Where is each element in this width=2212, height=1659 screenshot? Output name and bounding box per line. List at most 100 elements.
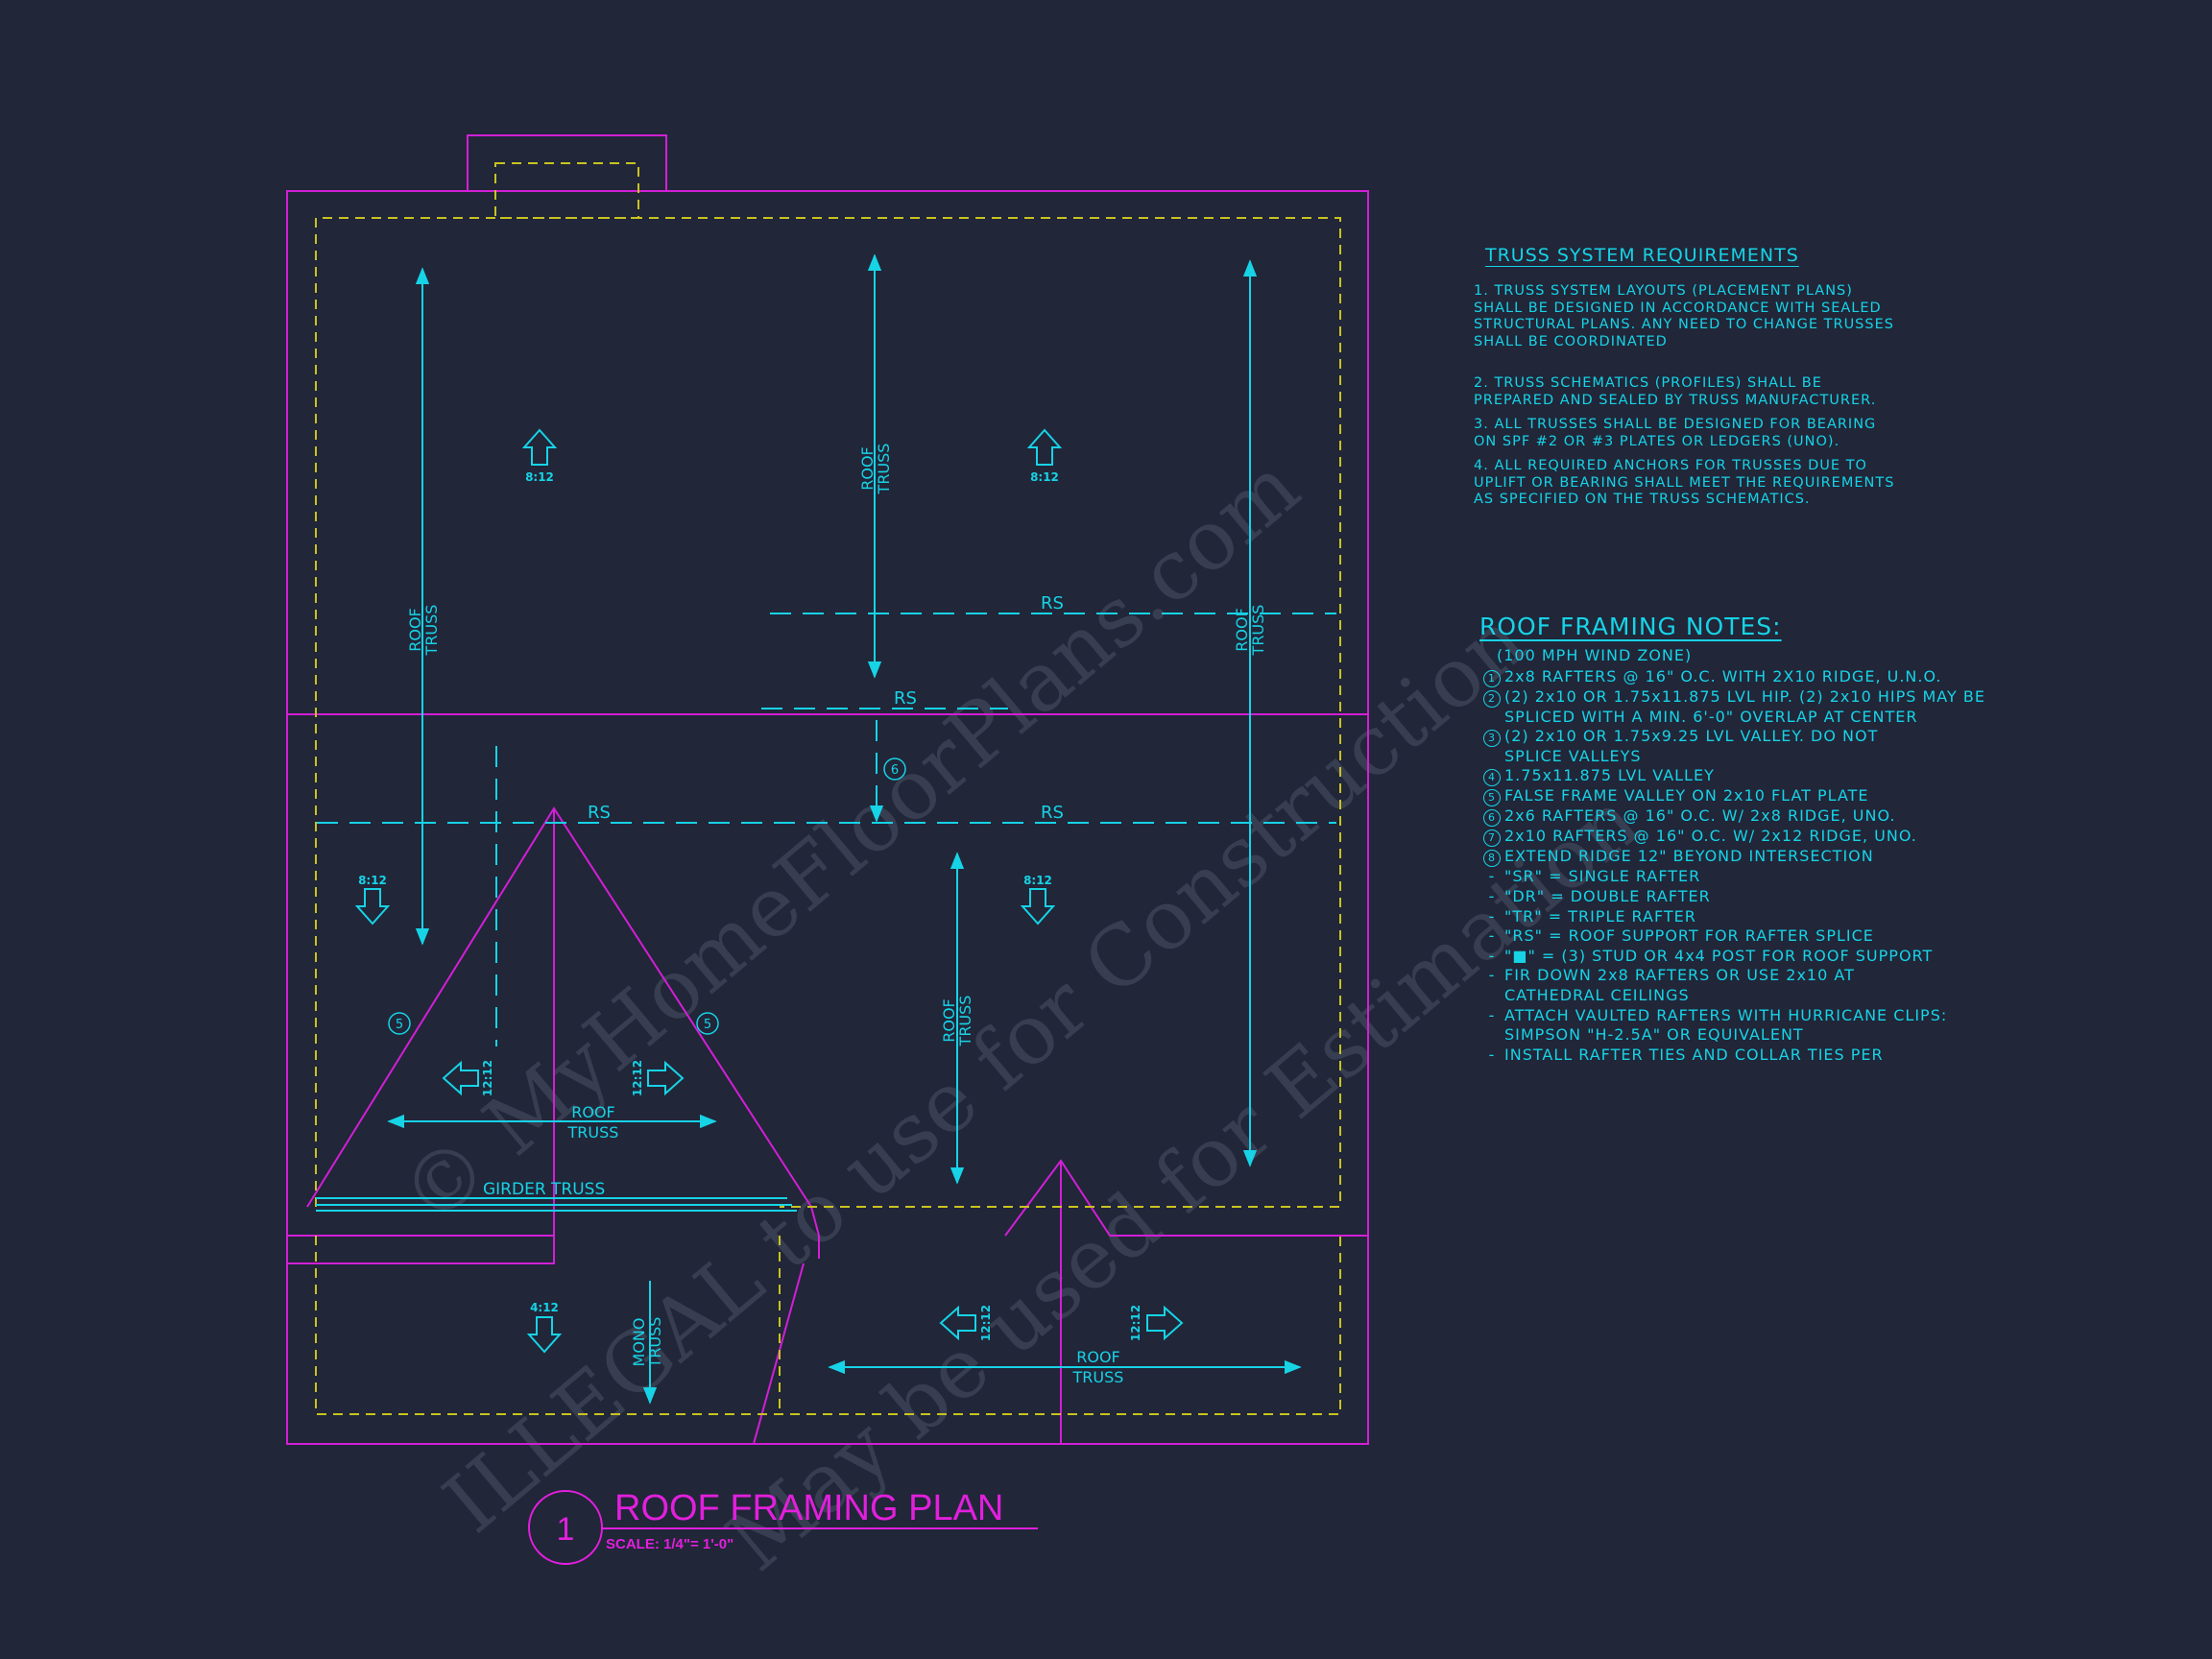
roof-truss-label-right: ROOF TRUSS <box>1233 605 1267 657</box>
pitch-arrow-up <box>1026 428 1063 466</box>
wall-lines <box>315 162 1341 1415</box>
pitch-label: 12:12 <box>481 1060 494 1096</box>
roof-truss-label-lower-right: ROOF TRUSS <box>1072 1348 1124 1386</box>
rs-label: RS <box>1041 593 1064 613</box>
truss-requirements-heading: TRUSS SYSTEM REQUIREMENTS <box>1485 245 1799 266</box>
framing-note: 3(2) 2x10 OR 1.75x9.25 LVL VALLEY. DO NO… <box>1479 727 2046 766</box>
roof-perimeter <box>286 190 1369 1445</box>
framing-bullet: -"RS" = ROOF SUPPORT FOR RAFTER SPLICE <box>1488 926 1874 946</box>
pitch-label: 12:12 <box>631 1060 644 1096</box>
roof-outline <box>286 134 1369 1445</box>
svg-text:TRUSS: TRUSS <box>646 1317 664 1369</box>
framing-bullet: -ATTACH VAULTED RAFTERS WITH HURRICANE C… <box>1488 1005 1948 1045</box>
note-number: 4 <box>1483 769 1501 787</box>
mono-truss-label: MONO TRUSS <box>630 1317 664 1369</box>
svg-text:ROOF: ROOF <box>571 1103 615 1121</box>
note-text: (2) 2x10 OR 1.75x11.875 LVL HIP. (2) 2x1… <box>1504 687 1985 726</box>
pitch-arrow-down <box>1020 888 1056 926</box>
truss-requirement-item: 2. TRUSS SCHEMATICS (PROFILES) SHALL BE … <box>1474 375 1877 408</box>
framing-note: 2(2) 2x10 OR 1.75x11.875 LVL HIP. (2) 2x… <box>1479 687 2046 727</box>
framing-notes-heading: ROOF FRAMING NOTES: <box>1479 613 1782 640</box>
roof-framing-notes: ROOF FRAMING NOTES: (100 MPH WIND ZONE) … <box>1479 613 2046 1065</box>
plan-title: ROOF FRAMING PLAN <box>614 1488 1003 1528</box>
pitch-arrows <box>354 428 1184 1354</box>
roof-truss-label-mid-lower: ROOF TRUSS <box>940 996 974 1047</box>
pitch-arrow-up <box>521 428 558 466</box>
pitch-arrow-left <box>939 1305 976 1341</box>
chimney-wall <box>494 162 639 219</box>
svg-text:TRUSS: TRUSS <box>567 1123 619 1142</box>
note-text: 2x8 RAFTERS @ 16" O.C. WITH 2X10 RIDGE, … <box>1504 667 1942 685</box>
svg-text:5: 5 <box>704 1018 711 1032</box>
note-number: 8 <box>1483 850 1501 868</box>
svg-text:TRUSS: TRUSS <box>1072 1368 1124 1386</box>
note-text: 2x6 RAFTERS @ 16" O.C. W/ 2x8 RIDGE, UNO… <box>1504 806 1896 826</box>
note-number: 5 <box>1483 789 1501 807</box>
pitch-arrow-down <box>526 1316 563 1354</box>
svg-text:ROOF: ROOF <box>1076 1348 1120 1366</box>
note-number: 6 <box>1483 809 1501 828</box>
pitch-label: 8:12 <box>1023 874 1052 887</box>
svg-text:ROOF: ROOF <box>406 608 424 652</box>
svg-text:TRUSS: TRUSS <box>1249 605 1267 657</box>
note-number: 3 <box>1483 730 1501 748</box>
watermark: © MyHomeFloorPlans.com ILLEGAL to use fo… <box>383 439 1657 1590</box>
svg-text:TRUSS: TRUSS <box>956 996 974 1047</box>
pitch-label: 12:12 <box>979 1305 993 1341</box>
roof-truss-label-center: ROOF TRUSS <box>858 444 893 495</box>
svg-text:TRUSS: TRUSS <box>422 605 441 657</box>
rs-label: RS <box>588 803 611 823</box>
truss-system-requirements: TRUSS SYSTEM REQUIREMENTS 1. TRUSS SYSTE… <box>1474 245 1896 526</box>
rs-label: RS <box>1041 803 1064 823</box>
roof-truss-label-left: ROOF TRUSS <box>406 605 441 657</box>
framing-bullet: -INSTALL RAFTER TIES AND COLLAR TIES PER <box>1488 1045 1884 1064</box>
svg-text:5: 5 <box>396 1018 403 1032</box>
note-number: 2 <box>1483 690 1501 708</box>
lower-wall <box>315 1236 1341 1415</box>
note-text: 2x10 RAFTERS @ 16" O.C. W/ 2x12 RIDGE, U… <box>1504 827 1917 846</box>
detail-number: 1 <box>557 1511 575 1548</box>
pitch-arrow-left <box>442 1060 479 1096</box>
pitch-label: 4:12 <box>530 1301 559 1314</box>
framing-bullet: -FIR DOWN 2x8 RAFTERS OR USE 2x10 AT CAT… <box>1488 966 1855 1004</box>
svg-text:TRUSS: TRUSS <box>875 444 893 495</box>
svg-text:ROOF: ROOF <box>858 446 877 491</box>
svg-text:ROOF: ROOF <box>940 998 958 1043</box>
callout-5: 5 <box>388 1012 411 1035</box>
roof-lower-break <box>287 1235 555 1264</box>
pitch-arrow-down <box>354 888 391 926</box>
pitch-label: 8:12 <box>1030 470 1059 484</box>
rs-label: RS <box>894 688 917 709</box>
svg-text:MONO: MONO <box>630 1318 648 1367</box>
framing-bullet: -"■" = (3) STUD OR 4x4 POST FOR ROOF SUP… <box>1488 946 1934 965</box>
roof-support-lines <box>317 613 1336 1046</box>
svg-text:ROOF: ROOF <box>1233 608 1251 652</box>
main-wall <box>315 217 1341 1208</box>
note-text: EXTEND RIDGE 12" BEYOND INTERSECTION <box>1504 847 1874 866</box>
girder-truss <box>316 1197 797 1212</box>
framing-bullet: -"DR" = DOUBLE RAFTER <box>1488 886 1711 905</box>
note-text: 1.75x11.875 LVL VALLEY <box>1504 766 1715 785</box>
pitch-label: 12:12 <box>1129 1305 1142 1341</box>
pitch-label: 8:12 <box>525 470 554 484</box>
note-number: 7 <box>1483 830 1501 848</box>
title-block: 1 ROOF FRAMING PLAN SCALE: 1/4"= 1'-0" <box>528 1488 1038 1565</box>
note-number: 1 <box>1483 670 1501 687</box>
note-text: FALSE FRAME VALLEY ON 2x10 FLAT PLATE <box>1504 786 1869 805</box>
truss-span-arrows <box>387 253 1302 1405</box>
girder-truss-label: GIRDER TRUSS <box>483 1180 605 1199</box>
pitch-arrow-right <box>1146 1305 1184 1341</box>
truss-requirement-item: 3. ALL TRUSSES SHALL BE DESIGNED FOR BEA… <box>1474 417 1877 449</box>
callout-5: 5 <box>696 1012 719 1035</box>
callout-6: 6 <box>883 757 906 781</box>
framing-bullet: -"SR" = SINGLE RAFTER <box>1488 867 1701 886</box>
framing-bullet: -"TR" = TRIPLE RAFTER <box>1488 906 1696 926</box>
note-text: (2) 2x10 OR 1.75x9.25 LVL VALLEY. DO NOT… <box>1504 727 1879 765</box>
